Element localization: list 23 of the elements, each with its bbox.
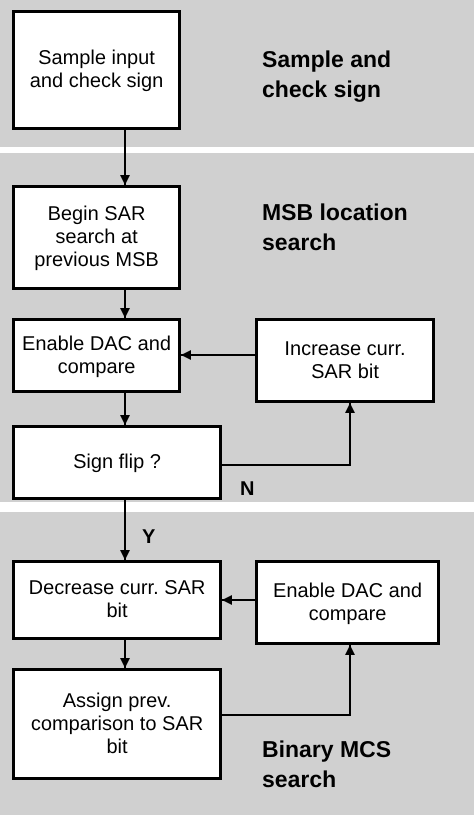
stage-heading: Sample and check sign <box>262 45 392 104</box>
process-box: Enable DAC and compare <box>255 560 440 645</box>
arrow <box>222 645 355 716</box>
stage-heading: Binary MCS search <box>262 735 392 794</box>
process-box: Enable DAC and compare <box>12 318 181 393</box>
process-box: Sign flip ? <box>12 425 222 500</box>
stage-heading: MSB location search <box>262 198 409 257</box>
stage-band <box>0 512 474 815</box>
process-box: Increase curr. SAR bit <box>255 318 435 403</box>
process-box: Decrease curr. SAR bit <box>12 560 222 640</box>
arrow <box>120 393 130 425</box>
arrow <box>222 403 355 466</box>
process-box: Assign prev. comparison to SAR bit <box>12 668 222 780</box>
arrow <box>120 640 130 668</box>
arrow <box>222 595 255 605</box>
stage-band <box>0 153 474 502</box>
arrow <box>120 130 130 185</box>
arrow <box>120 500 130 560</box>
process-box: Begin SAR search at previous MSB <box>12 185 181 290</box>
arrow <box>181 350 255 360</box>
process-box: Sample input and check sign <box>12 10 181 130</box>
stage-band <box>0 0 474 147</box>
arrow <box>120 290 130 318</box>
